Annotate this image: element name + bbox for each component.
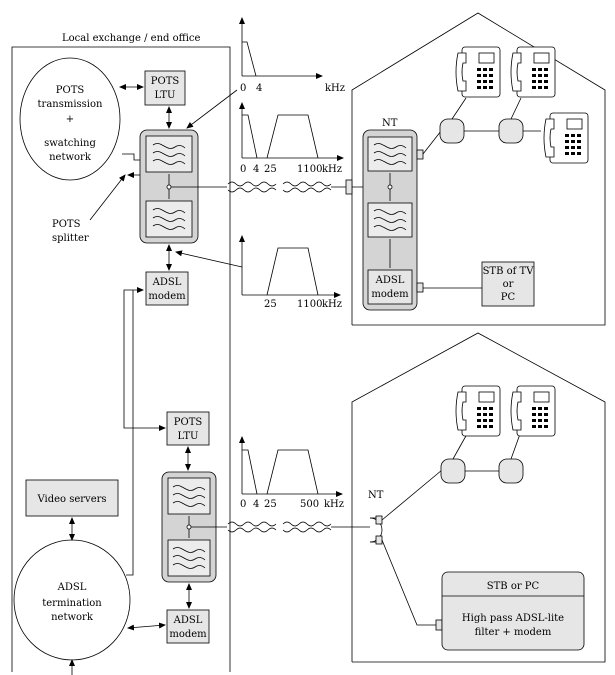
svg-text:ADSL: ADSL: [375, 275, 405, 286]
subscriber-line-1: [171, 181, 390, 193]
svg-text:kHz: kHz: [322, 164, 342, 175]
svg-text:PC: PC: [501, 292, 516, 303]
exchange-title: Local exchange / end office: [62, 33, 201, 44]
house-2: [351, 332, 606, 663]
svg-text:25: 25: [264, 299, 277, 310]
phone-1: [455, 46, 501, 98]
phone-2: [510, 46, 556, 98]
svg-text:kHz: kHz: [325, 83, 345, 94]
svg-text:High pass ADSL-lite: High pass ADSL-lite: [462, 613, 564, 624]
svg-text:25: 25: [264, 164, 277, 175]
svg-text:Video servers: Video servers: [36, 494, 106, 505]
video-servers: Video servers: [25, 479, 119, 517]
svg-text:kHz: kHz: [322, 299, 342, 310]
svg-text:ADSL: ADSL: [152, 277, 182, 288]
svg-text:LTU: LTU: [155, 90, 176, 101]
svg-text:0: 0: [240, 499, 246, 510]
svg-text:filter + modem: filter + modem: [475, 627, 552, 638]
pots-splitter-label-2: splitter: [52, 233, 89, 244]
nt-unit-1: ADSL modem: [362, 129, 418, 311]
svg-text:0: 0: [240, 83, 246, 94]
adsl-termination-network: ADSL termination network: [13, 539, 131, 661]
pots-splitter-2: [161, 471, 217, 583]
spectrum-adsl-lite: 0 4 25 500 kHz: [239, 436, 344, 510]
phone-5: [510, 385, 556, 437]
svg-text:modem: modem: [148, 291, 186, 302]
svg-text:network: network: [51, 612, 94, 623]
svg-text:4: 4: [253, 164, 259, 175]
svg-text:4: 4: [253, 499, 259, 510]
svg-text:STB or PC: STB or PC: [487, 581, 540, 592]
phone-network-1: [422, 97, 541, 155]
svg-text:ADSL: ADSL: [57, 582, 87, 593]
phone-network-2: [381, 433, 524, 521]
pots-ltu-2: POTS LTU: [166, 411, 210, 446]
svg-text:+: +: [66, 114, 74, 125]
svg-text:or: or: [503, 279, 514, 290]
pots-ltu-1: POTS LTU: [144, 70, 186, 106]
svg-text:LTU: LTU: [178, 431, 199, 442]
stb-tv-pc: STB of TV or PC: [481, 261, 535, 307]
svg-text:POTS: POTS: [174, 417, 203, 428]
svg-text:25: 25: [264, 499, 277, 510]
svg-text:swatching: swatching: [44, 138, 96, 149]
exchange-building: Local exchange / end office: [11, 33, 231, 672]
svg-text:4: 4: [256, 83, 262, 94]
svg-text:ADSL: ADSL: [173, 615, 203, 626]
spectrum-adsl-hp: 25 1100 kHz: [239, 235, 342, 310]
svg-text:modem: modem: [371, 289, 409, 300]
phone-3: [543, 112, 589, 164]
pots-splitter-label-1: POTS: [52, 219, 81, 230]
spectrum-adsl-full: 0 4 25 1100 kHz: [239, 102, 344, 175]
subscriber-line-2: [191, 521, 370, 533]
nt-unit-2: [369, 515, 383, 545]
svg-text:termination: termination: [42, 598, 102, 609]
adsl-modem-1: ADSL modem: [145, 271, 189, 306]
svg-text:1100: 1100: [297, 164, 322, 175]
pots-splitter-1: [139, 129, 199, 244]
svg-text:500: 500: [300, 499, 319, 510]
svg-text:STB of TV: STB of TV: [483, 266, 535, 277]
svg-text:POTS: POTS: [151, 76, 180, 87]
svg-text:0: 0: [240, 164, 246, 175]
phone-4: [455, 385, 501, 437]
svg-text:modem: modem: [169, 629, 207, 640]
spectrum-pots: 0 4 kHz: [239, 17, 345, 94]
nt-label-2: NT: [368, 490, 384, 501]
svg-text:POTS: POTS: [56, 85, 85, 96]
pots-network: POTS transmission + swatching network: [19, 57, 121, 181]
stb-pc-adsl-lite: STB or PC High pass ADSL-lite filter + m…: [441, 571, 585, 651]
adsl-modem-2: ADSL modem: [166, 609, 210, 644]
svg-text:kHz: kHz: [324, 499, 344, 510]
svg-text:network: network: [49, 152, 92, 163]
svg-text:transmission: transmission: [38, 99, 103, 110]
svg-text:1100: 1100: [297, 299, 322, 310]
nt-label-1: NT: [382, 118, 398, 129]
